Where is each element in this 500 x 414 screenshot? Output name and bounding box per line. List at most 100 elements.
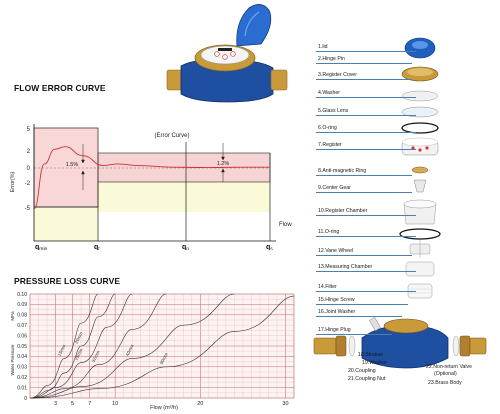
part-center-gear-icon [413, 179, 427, 193]
pressure-y-tick: 0.08 [17, 313, 27, 319]
band-low-label: 1.5% [66, 162, 79, 168]
part-label: 4.Washer [318, 90, 341, 96]
part-washer-icon [401, 90, 439, 102]
error-x-label: qmin [35, 244, 48, 250]
flow-error-heading: FLOW ERROR CURVE [14, 83, 106, 93]
pressure-y-tick: 0.02 [17, 375, 27, 381]
pressure-y-tick: 0.07 [17, 323, 27, 329]
exploded-parts-diagram [399, 37, 441, 299]
pressure-y-unit: MPa [10, 311, 15, 321]
pressure-loss-chart: 0.100.090.080.070.060.050.040.030.020.01… [10, 292, 295, 411]
assembly-right-coupling [469, 337, 487, 355]
part-label: 5.Glass Lens [318, 108, 349, 114]
assembly-right-washer [452, 335, 460, 357]
part-label: 15.Hinge Screw [318, 297, 355, 303]
error-y-tick: 0 [27, 166, 31, 172]
pressure-series-label: 20mm [74, 331, 84, 345]
part-label: 19.Washer [362, 360, 387, 366]
part-leader-line [316, 270, 416, 272]
pressure-curve-20mm [29, 293, 116, 399]
error-chart-title: (Error Curve) [154, 133, 189, 139]
pressure-y-tick: 0.09 [17, 302, 27, 308]
error-band-high-pale [98, 182, 270, 212]
band-high-label: 1.2% [217, 161, 230, 167]
error-x-label: qs [266, 244, 273, 250]
part-leader-line [316, 78, 412, 80]
part-leader-line [316, 214, 416, 216]
pressure-curve-50mm [29, 295, 295, 399]
pressure-curve-25mm [29, 293, 133, 399]
pressure-x-tick: 30 [282, 401, 288, 407]
error-band-low [34, 128, 98, 216]
pressure-x-tick: 3 [54, 401, 57, 407]
part-leader-line [316, 333, 392, 335]
pressure-y-tick: 0.06 [17, 333, 27, 339]
error-x-axis-label: Flow [279, 222, 292, 228]
parts-label-panel: 1.lid 2.Hinge Pin 3.Register Cover 4.Washer… [300, 30, 500, 414]
part-label: 11.O-ring [318, 229, 340, 235]
pressure-x-tick: 5 [71, 401, 74, 407]
pressure-x-tick: 10 [112, 401, 118, 407]
part-leader-line [316, 131, 416, 133]
pressure-x-label: Flow (m³/h) [150, 405, 178, 411]
error-y-tick: 2 [27, 149, 31, 155]
pressure-y-tick: 0.03 [17, 365, 27, 371]
part-label: 7.Register [318, 142, 342, 148]
part-leader-line [316, 174, 412, 176]
pressure-y-ticks: 0.100.090.080.070.060.050.040.030.020.01… [17, 292, 27, 402]
pressure-y-tick: 0 [24, 396, 27, 402]
assembly-strainer [369, 316, 381, 332]
error-band-low-pale [34, 207, 98, 241]
flow-error-chart: 5 2 0 -2 -5 Error(%) (Error Curve) 1.5% … [10, 124, 292, 250]
part-label: 3.Register Cover [318, 72, 357, 78]
part-leader-line [316, 50, 416, 52]
part-label: 1.lid [318, 44, 328, 50]
pressure-y-tick: 0.05 [17, 344, 27, 350]
part-leader-line [316, 96, 416, 98]
error-y-tick: 5 [27, 127, 31, 133]
pressure-series-label: 25mm [74, 348, 84, 362]
error-x-label: qp [182, 244, 189, 250]
part-leader-line [316, 114, 416, 116]
part-o-ring-2-icon [399, 228, 441, 240]
part-label: 12.Vane Wheel [318, 248, 354, 254]
part-leader-line [316, 235, 416, 237]
error-y-label: Error(%) [10, 171, 16, 192]
meter-lid [236, 4, 272, 47]
part-anti-magnetic-ring-icon [411, 166, 429, 174]
pressure-curve-32mm [29, 293, 167, 399]
pressure-series-label: 15mm [57, 343, 67, 357]
part-leader-line [316, 191, 412, 193]
error-x-labels: qmin qt qp qs [35, 244, 273, 250]
error-curve [33, 146, 270, 210]
part-leader-line [316, 254, 412, 256]
part-leader-line [316, 290, 416, 292]
assembly-left-nut [335, 335, 347, 357]
part-label: (Optional) [434, 371, 457, 377]
pressure-y-tick: 0.04 [17, 354, 27, 360]
part-measuring-chamber-icon [405, 261, 435, 277]
error-y-ticks: 5 2 0 -2 -5 [25, 127, 31, 212]
part-label: 8.Anti-magnetic Ring [318, 168, 367, 174]
pressure-series-label: 50mm [159, 352, 169, 366]
pressure-x-tick: 20 [197, 401, 203, 407]
part-label: 2.Hinge Pin [318, 56, 345, 62]
pressure-curve-15mm [29, 293, 99, 399]
pressure-y-label: Water Pressure [10, 344, 15, 376]
error-y-tick: -2 [25, 181, 31, 187]
part-leader-line [316, 62, 412, 64]
pressure-curves [29, 293, 295, 399]
brass-body-assembly [313, 316, 487, 369]
part-label: 17.Hinge Plug [318, 327, 351, 333]
water-meter-photo [166, 4, 288, 103]
meter-dial [200, 45, 250, 65]
part-label: 20.Coupling [348, 368, 376, 374]
part-label: 23.Brass Body [428, 380, 462, 386]
pressure-y-tick: 0.10 [17, 292, 27, 298]
part-leader-line [316, 148, 416, 150]
part-label: 21.Coupling Nut [348, 376, 386, 382]
part-label: 16.Joint Washer [318, 309, 356, 315]
pressure-loss-heading: PRESSURE LOSS CURVE [14, 276, 121, 286]
